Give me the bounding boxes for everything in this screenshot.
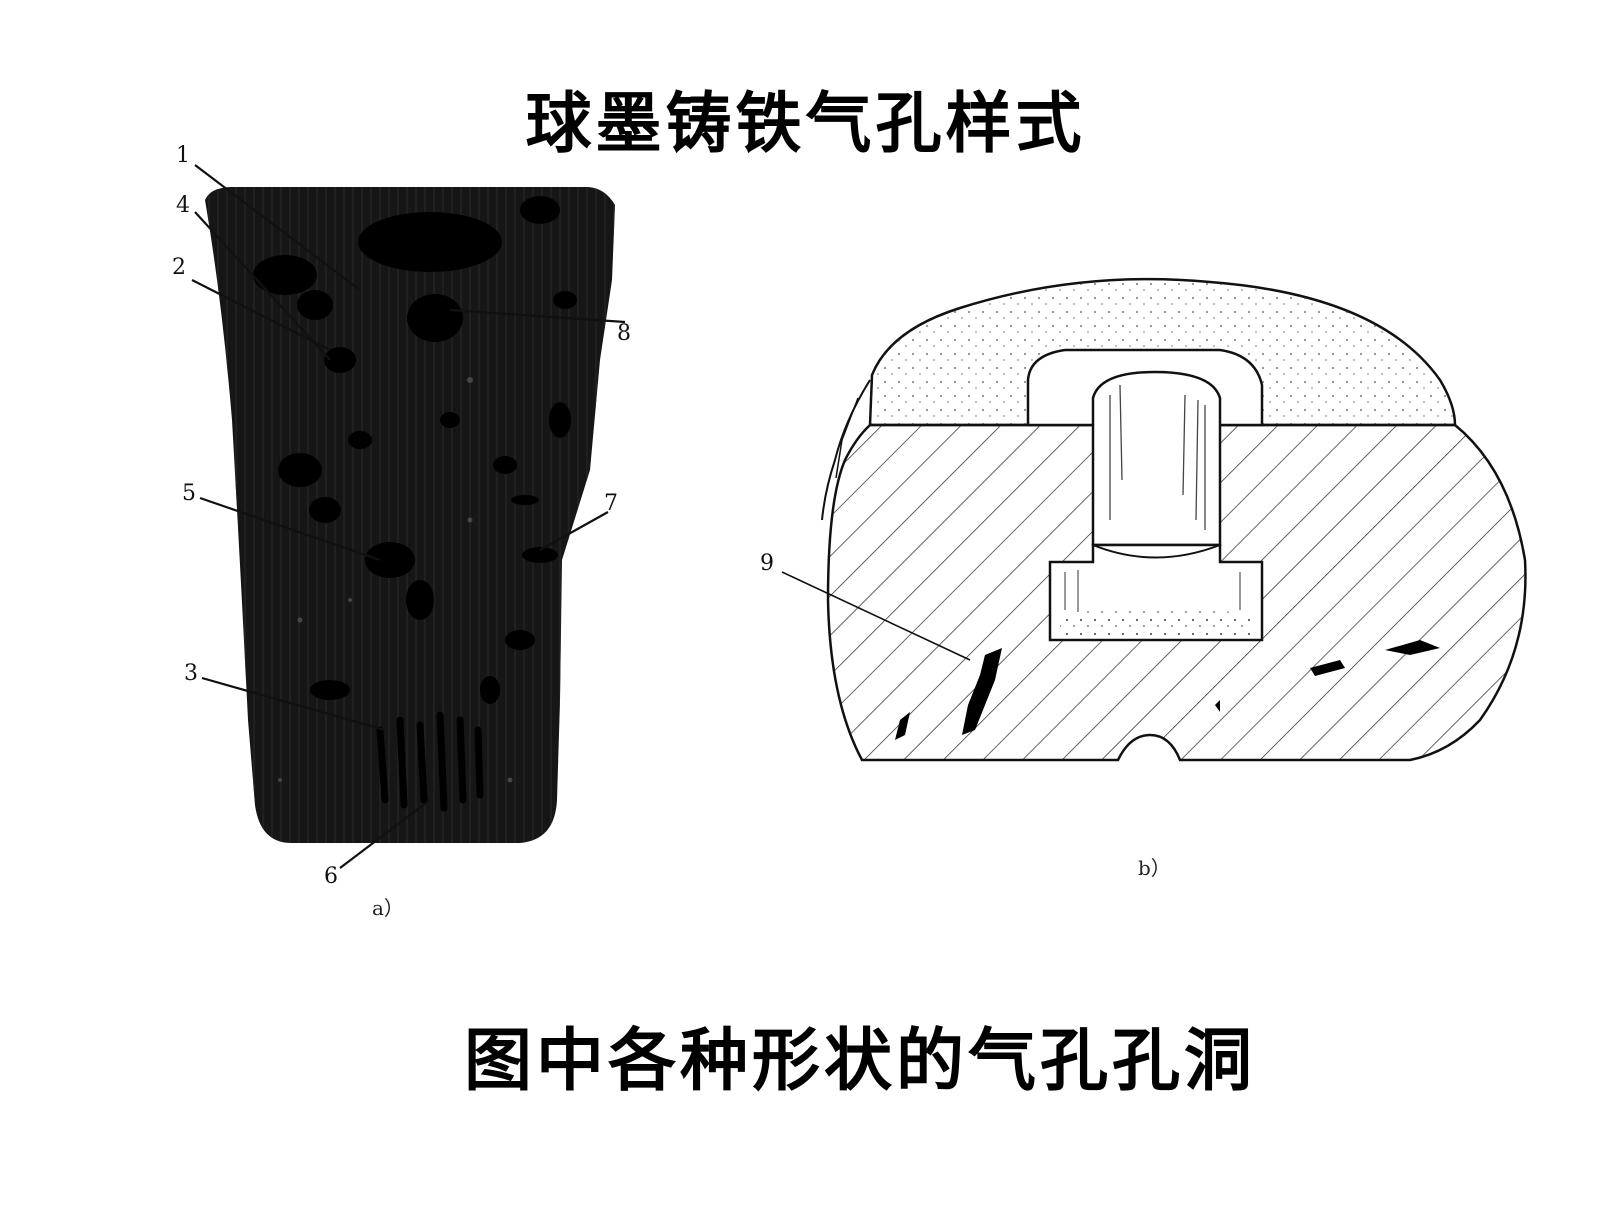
- subfigure-label-b: b）: [1138, 856, 1171, 880]
- callout-leader-9: [781, 571, 971, 661]
- columnar-pores: [376, 711, 484, 812]
- casting-section-b: [821, 277, 1527, 762]
- subfigure-label-a: a）: [372, 896, 404, 920]
- pore-cluster: [253, 196, 577, 704]
- figure-caption: 图中各种形状的气孔孔洞: [463, 1022, 1256, 1101]
- casting-section-a: [205, 187, 615, 843]
- callout-5: 5: [182, 481, 196, 506]
- callout-7: 7: [604, 491, 618, 516]
- blowholes-b: [895, 640, 1440, 740]
- callout-4: 4: [176, 193, 190, 218]
- callout-2: 2: [172, 255, 186, 280]
- page-title: 球墨铸铁气孔样式: [525, 85, 1086, 162]
- callout-6: 6: [324, 864, 338, 889]
- callout-9: 9: [760, 551, 774, 576]
- callouts-a: 1 4 2 8 5 7 3 6: [172, 143, 631, 889]
- callout-1: 1: [176, 143, 190, 168]
- callout-8: 8: [617, 321, 631, 346]
- callout-leaders-a: [191, 164, 626, 869]
- callout-3: 3: [184, 661, 198, 686]
